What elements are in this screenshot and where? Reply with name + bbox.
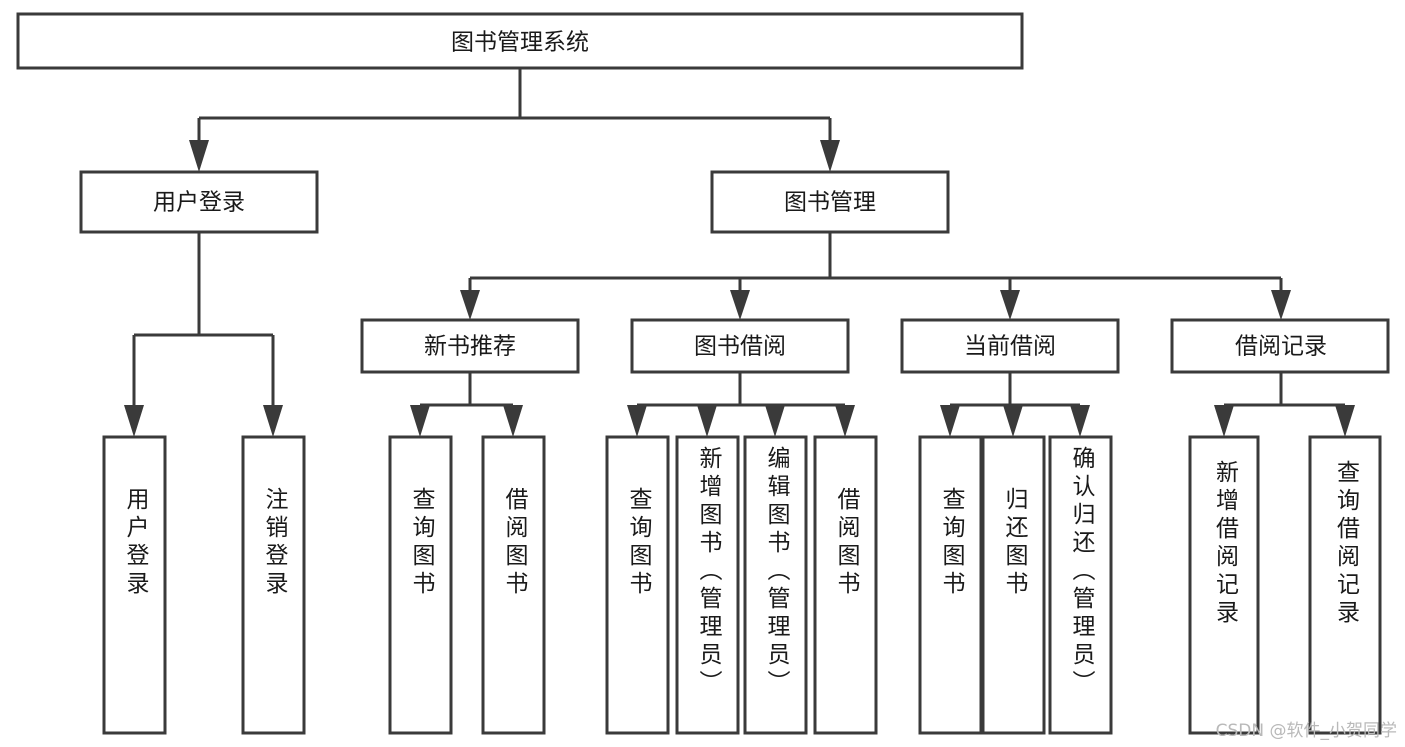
arrow-head-bb-leaf-4 [835, 405, 855, 437]
leaf-box-nb-query-book[interactable] [388, 435, 453, 735]
arrow-head-bb-leaf-3 [765, 405, 785, 437]
node-new-book-recommend[interactable]: 新书推荐 [360, 318, 580, 374]
arrow-head-user-login [189, 140, 209, 172]
leaf-box-logout[interactable] [241, 435, 306, 735]
node-current-borrow-label: 当前借阅 [964, 334, 1056, 360]
leaf-box-cb-query-book[interactable] [918, 435, 983, 735]
node-new-book-recommend-label: 新书推荐 [424, 334, 516, 360]
leaf-box-cb-confirm-return[interactable] [1048, 435, 1113, 735]
node-borrow-record[interactable]: 借阅记录 [1170, 318, 1390, 374]
arrow-head-br-leaf-1 [1214, 405, 1234, 437]
arrow-head-leaf-logout [263, 405, 283, 437]
node-user-login-label: 用户登录 [153, 190, 245, 216]
arrow-head-cb-leaf-1 [940, 405, 960, 437]
node-book-borrow[interactable]: 图书借阅 [630, 318, 850, 374]
arrow-head-cb-leaf-2 [1003, 405, 1023, 437]
leaf-box-nb-borrow-book[interactable] [481, 435, 546, 735]
arrow-head-leaf-user-login [124, 405, 144, 437]
arrow-head-book-mgmt [820, 140, 840, 172]
node-book-borrow-label: 图书借阅 [694, 334, 786, 360]
leaf-box-cb-return-book[interactable] [981, 435, 1046, 735]
arrow-head-nb-leaf-2 [503, 405, 523, 437]
arrow-head-book-borrow [730, 290, 750, 320]
leaf-box-bb-edit-book[interactable] [743, 435, 808, 735]
arrow-head-borrow-record [1271, 290, 1291, 320]
arrow-head-nb-leaf-1 [410, 405, 430, 437]
node-book-management-label: 图书管理 [784, 190, 876, 216]
node-borrow-record-label: 借阅记录 [1235, 334, 1327, 360]
watermark-text: CSDN @软件_小贺同学 [1215, 721, 1397, 741]
node-book-management[interactable]: 图书管理 [710, 170, 950, 234]
node-root-label: 图书管理系统 [451, 30, 589, 56]
node-root[interactable]: 图书管理系统 [16, 12, 1024, 70]
arrow-head-current-borrow [1000, 290, 1020, 320]
node-current-borrow[interactable]: 当前借阅 [900, 318, 1120, 374]
node-user-login[interactable]: 用户登录 [79, 170, 319, 234]
leaf-box-br-query-record[interactable] [1308, 435, 1382, 735]
node-layer: 图书管理系统 用户登录 图书管理 新书推荐 图书借阅 当前借阅 借阅记录 [16, 12, 1390, 735]
leaf-box-bb-add-book[interactable] [675, 435, 740, 735]
arrow-head-bb-leaf-1 [627, 405, 647, 437]
arrow-head-new-book-recommend [460, 290, 480, 320]
leaf-box-user-login[interactable] [102, 435, 167, 735]
connector-layer [124, 68, 1355, 437]
arrow-head-cb-leaf-3 [1070, 405, 1090, 437]
leaf-box-bb-borrow-book[interactable] [813, 435, 878, 735]
leaf-box-br-add-record[interactable] [1188, 435, 1260, 735]
arrow-head-bb-leaf-2 [697, 405, 717, 437]
leaf-box-bb-query-book[interactable] [605, 435, 670, 735]
arrow-head-br-leaf-2 [1335, 405, 1355, 437]
